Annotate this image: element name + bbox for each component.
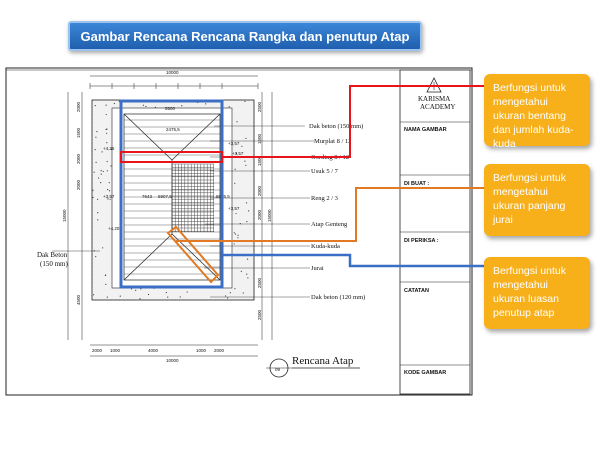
sheet-border [5, 67, 473, 396]
svg-text:+4,20: +4,20 [108, 226, 120, 231]
dim-bottom-value: 2000 [92, 348, 103, 353]
dim-bottom-value: 2000 [214, 348, 225, 353]
dim-right-bottom: 2500 [257, 277, 262, 288]
dim-right-value: 2000 [257, 185, 262, 196]
label-usuk: Usuk 5 / 7 [311, 168, 339, 175]
plan-title-block: 09 Rencana Atap [266, 355, 360, 378]
tb-di-buat: DI BUAT : [404, 181, 429, 187]
connector-orange [176, 187, 484, 242]
dim-bottom-total: 10000 [166, 358, 179, 363]
page-title: Gambar Rencana Rencana Rangka dan penutu… [68, 21, 422, 51]
dim-left: 2000 1500 2000 2000 15000 4500 [62, 101, 81, 305]
drawing-title-block: KARISMA ACADEMY NAMA GAMBAR DI BUAT : DI… [399, 69, 471, 395]
dim-right: 2500 1500 1500 2000 2000 15000 2500 2500 [257, 101, 272, 320]
concrete-slab [91, 99, 255, 301]
dim-top-segments [89, 83, 259, 89]
tb-catatan: CATATAN [404, 288, 429, 294]
svg-text:+4,25: +4,25 [103, 146, 115, 151]
highlight-jurai [166, 225, 220, 284]
label-jurai: Jurai [311, 265, 324, 272]
label-dak-left-1: Dak Beton [37, 251, 68, 259]
dim-bottom-value: 1000 [110, 348, 121, 353]
svg-text:6907,5: 6907,5 [158, 194, 172, 199]
tb-di-periksa: DI PERIKSA : [404, 238, 439, 244]
label-kuda: Kuda-kuda [311, 243, 340, 250]
plan-title: Rencana Atap [292, 355, 354, 367]
dim-right-value: 2000 [257, 209, 262, 220]
svg-text:+3,57: +3,57 [228, 206, 240, 211]
dim-right-total: 15000 [267, 209, 272, 222]
dim-bottom-value: 1000 [196, 348, 207, 353]
svg-text:7643: 7643 [142, 194, 153, 199]
dim-left-total: 15000 [62, 209, 67, 222]
dim-left-value: 2000 [76, 153, 81, 164]
plan-number: 09 [275, 367, 281, 372]
dim-bottom-segments: 2000 1000 4000 1000 2000 [92, 348, 225, 353]
label-dak-bottom: Dak beton (120 mm) [311, 294, 365, 301]
dim-bottom-value: 4000 [148, 348, 159, 353]
dim-left-value: 1500 [76, 127, 81, 138]
roof-tile-grid [171, 163, 214, 232]
tb-nama-gambar: NAMA GAMBAR [404, 127, 447, 133]
callout-jurai: Berfungsi untuk mengetahui ukuran panjan… [484, 164, 590, 236]
connector-blue [222, 253, 484, 268]
label-dak-left-2: (150 mm) [40, 260, 68, 268]
svg-text:+3,57: +3,57 [228, 141, 240, 146]
label-murplat: Murplat 8 / 12 [314, 138, 351, 145]
dim-left-bottom: 4500 [76, 294, 81, 305]
svg-text:+3,57: +3,57 [103, 194, 115, 199]
label-talang: Atap Genteng [311, 221, 348, 228]
tb-kode-gambar: KODE GAMBAR [404, 370, 446, 376]
highlight-roof-area [119, 99, 224, 289]
svg-text:5500: 5500 [165, 106, 176, 111]
connector-red [222, 85, 484, 158]
label-dak-top: Dak beton (150 mm) [309, 123, 363, 130]
svg-text:2475,5: 2475,5 [166, 127, 180, 132]
dim-right-value: 1500 [257, 155, 262, 166]
company-name-2: ACADEMY [420, 103, 455, 111]
svg-text:+3,57: +3,57 [232, 151, 244, 156]
dim-right-bottom: 2500 [257, 309, 262, 320]
callout-span: Berfungsi untuk mengetahui ukuran bentan… [484, 74, 590, 150]
label-reng: Reng 2 / 3 [311, 195, 338, 202]
callout-roof-area: Berfungsi untuk mengetahui ukuran luasan… [484, 257, 590, 329]
dim-right-value: 1500 [257, 133, 262, 144]
dim-right-value: 2500 [257, 101, 262, 112]
dim-left-value: 2000 [76, 179, 81, 190]
dim-top-total: 10000 [166, 70, 179, 75]
company-name-1: KARISMA [418, 95, 450, 103]
dim-left-value: 2000 [76, 101, 81, 112]
